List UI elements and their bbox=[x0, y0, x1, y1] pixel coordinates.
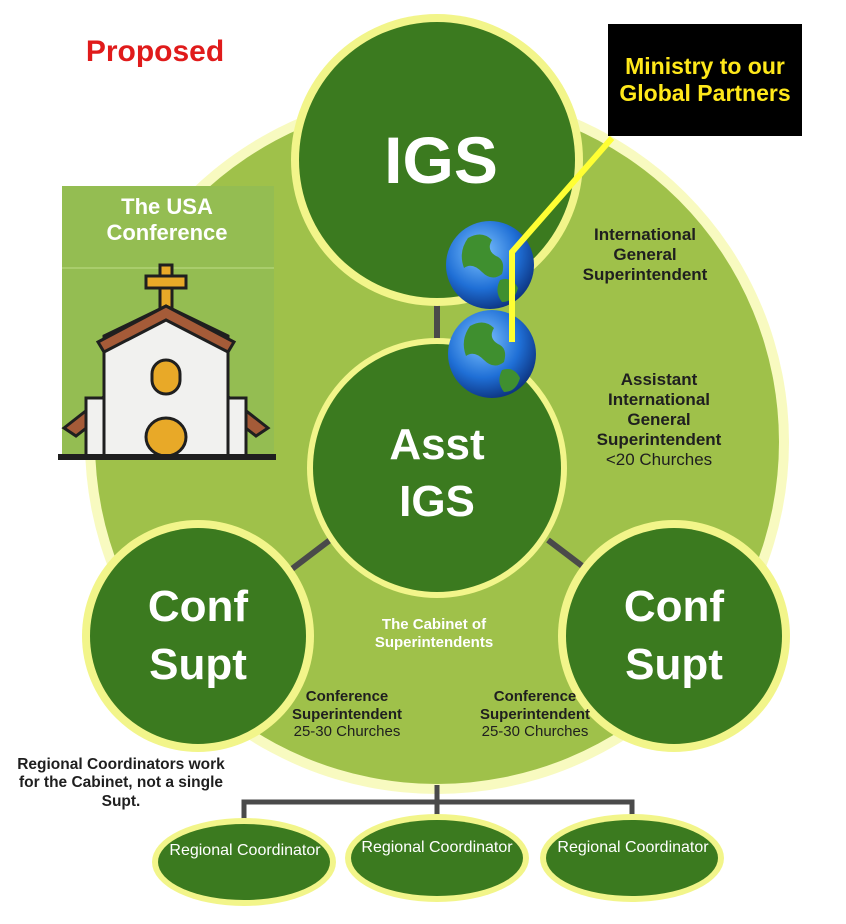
regional-coordinator-1-label: Regional Coordinator bbox=[169, 842, 321, 859]
regional-coordinator-3 bbox=[546, 820, 718, 896]
conf-supt-left-node bbox=[90, 528, 306, 744]
conf-supt-left-line1: Conf bbox=[147, 582, 249, 631]
asst-igs-node bbox=[313, 344, 561, 592]
usa-conference-title: The USA Conference bbox=[106, 194, 228, 245]
conf-supt-right-line1: Conf bbox=[623, 582, 725, 631]
asst-igs-label-line2: IGS bbox=[399, 477, 475, 527]
ministry-callout: Ministry to our Global Partners bbox=[608, 24, 802, 136]
regional-coordinator-3-label: Regional Coordinator bbox=[557, 839, 709, 856]
conf-supt-right-description: Conference Superintendent 25-30 Churches bbox=[450, 688, 620, 741]
page-title: Proposed bbox=[85, 35, 225, 68]
globe-icon bbox=[446, 221, 534, 309]
globe-icon bbox=[448, 310, 536, 398]
regional-coordinators-note: Regional Coordinators work for the Cabin… bbox=[17, 756, 225, 810]
callout-pointer bbox=[509, 136, 615, 342]
igs-description: International General Superintendent bbox=[582, 225, 708, 285]
conf-supt-left-description: Conference Superintendent 25-30 Churches bbox=[262, 688, 432, 741]
regional-coordinator-2 bbox=[351, 820, 523, 896]
conf-supt-left-role: Conference Superintendent bbox=[291, 688, 402, 723]
ministry-callout-text: Ministry to our Global Partners bbox=[619, 52, 791, 106]
conf-supt-right-line2: Supt bbox=[625, 640, 723, 690]
asst-igs-label: Asst IGS bbox=[312, 416, 562, 530]
asst-igs-role: Assistant International General Superint… bbox=[596, 370, 722, 450]
conf-supt-right-label: Conf Supt bbox=[566, 578, 782, 694]
church-icon bbox=[58, 263, 276, 460]
conf-supt-right-role: Conference Superintendent bbox=[479, 688, 590, 723]
conf-supt-right-count: 25-30 Churches bbox=[481, 723, 589, 741]
conf-supt-left-count: 25-30 Churches bbox=[293, 723, 401, 741]
conf-supt-left-label: Conf Supt bbox=[90, 578, 306, 694]
asst-igs-count: <20 Churches bbox=[605, 450, 713, 470]
igs-label: IGS bbox=[384, 123, 498, 197]
asst-igs-label-line1: Asst bbox=[389, 420, 485, 469]
cabinet-label: The Cabinet of Superintendents bbox=[374, 616, 494, 651]
regional-coordinator-1 bbox=[158, 824, 330, 900]
regional-coordinator-2-label: Regional Coordinator bbox=[361, 839, 513, 856]
asst-igs-description: Assistant International General Superint… bbox=[574, 370, 744, 470]
conf-supt-right-node bbox=[566, 528, 782, 744]
conf-supt-left-line2: Supt bbox=[149, 640, 247, 690]
